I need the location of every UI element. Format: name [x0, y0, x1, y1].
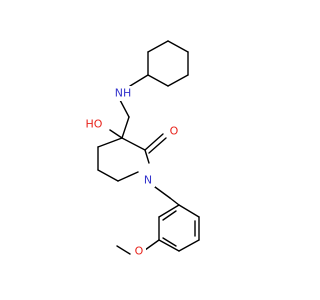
bond [162, 237, 177, 247]
bond [97, 169, 119, 182]
bond [144, 149, 150, 164]
bond [147, 40, 169, 53]
methoxy-oxygen-label: O [135, 245, 144, 258]
atom-labels: NH HO N O O [84, 86, 181, 259]
bond [158, 239, 180, 252]
piperidinone-ring [97, 129, 167, 182]
bond [162, 210, 177, 221]
bond [129, 74, 149, 87]
bond [178, 239, 200, 252]
bond [154, 186, 171, 199]
bond [117, 171, 139, 182]
bond [144, 239, 160, 251]
bond [119, 99, 130, 118]
bond [116, 245, 131, 255]
bond [97, 137, 123, 148]
carbonyl-oxygen-label: O [170, 125, 179, 138]
bond [178, 204, 200, 218]
bond [144, 133, 164, 151]
methoxybenzyl-group [116, 186, 200, 255]
bond [147, 74, 169, 87]
bond [169, 197, 180, 206]
bond [148, 137, 167, 154]
nh-label: NH [115, 87, 132, 100]
bond [121, 116, 130, 139]
ring-nitrogen-label: N [144, 174, 152, 187]
bond [167, 74, 189, 87]
ho-label: HO [86, 118, 103, 131]
cyclohexyl-ring [147, 40, 189, 87]
molecule-structure: NH HO N O O [84, 40, 200, 259]
bond [167, 40, 189, 53]
bond [158, 204, 180, 218]
aminomethyl-chain [119, 74, 149, 139]
bond [109, 129, 123, 139]
bond [121, 137, 146, 151]
